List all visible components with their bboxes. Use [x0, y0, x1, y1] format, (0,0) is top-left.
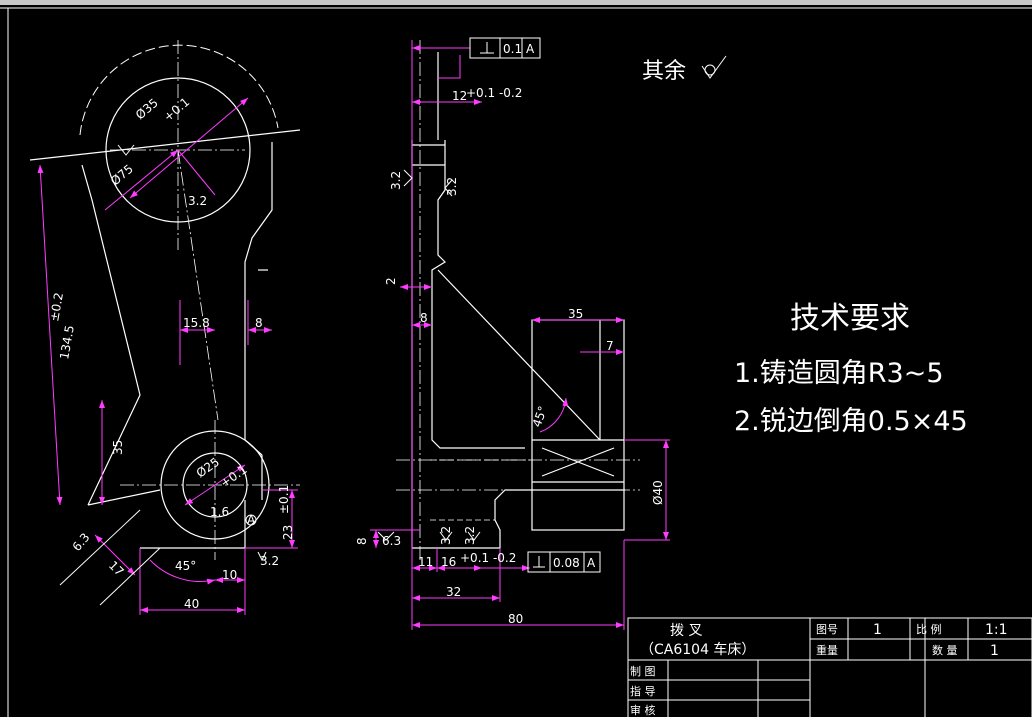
drawing-frame — [0, 7, 1032, 717]
roughness-symbol-other — [701, 55, 727, 79]
side-view-dimensions — [370, 40, 670, 630]
dim-23-tol: ±0.1 — [277, 485, 291, 514]
weight-label: 重量 — [816, 643, 838, 657]
dim-12: 12 — [452, 89, 467, 103]
dim-d35-tol: +0.1 — [161, 95, 192, 124]
roughness-side-c: 3.2 — [439, 526, 453, 545]
perpendicularity-frame-bottom — [527, 551, 601, 573]
side-view-outline — [411, 52, 625, 549]
dim-15-8: 15.8 — [183, 316, 210, 330]
roughness-symbols-side — [377, 169, 481, 541]
front-view-dimensions — [37, 97, 298, 615]
window-top-border — [0, 0, 1032, 5]
dim-d35: Ø35 — [133, 96, 161, 123]
side-view-hidden — [430, 459, 530, 521]
dim-80: 80 — [508, 612, 523, 626]
dim-45-left: 45° — [175, 559, 196, 573]
dim-2: 2 — [384, 277, 398, 285]
scale-value: 1:1 — [985, 622, 1008, 638]
drawing-no-label: 图号 — [816, 623, 838, 636]
dim-17: 17 — [106, 558, 127, 579]
dim-11: 11 — [418, 555, 433, 569]
perp-top-value: 0.1 — [503, 42, 522, 56]
dim-35-side: 35 — [568, 307, 583, 321]
roughness-3p2-hub: 3.2 — [188, 194, 207, 208]
review-label: 审 核 — [630, 703, 656, 717]
dim-35-vertical: 35 — [111, 440, 125, 455]
dim-23: 23 — [281, 525, 295, 540]
requirements-title: 技术要求 — [790, 301, 910, 336]
dim-7: 7 — [606, 339, 614, 353]
perp-bottom-value: 0.08 — [553, 556, 580, 570]
dim-10: 10 — [222, 568, 237, 582]
perp-bottom-datum: A — [587, 556, 596, 570]
side-view-centerlines — [396, 40, 640, 560]
dim-134-tol: ±0.2 — [47, 291, 66, 322]
front-view-aux-lines — [59, 509, 161, 606]
datum-circle — [245, 514, 257, 526]
roughness-3p2-bottom: 3.2 — [260, 554, 279, 568]
drawn-by-label: 制 图 — [630, 665, 656, 678]
roughness-side-b: 3.2 — [445, 177, 459, 196]
requirement-1: 1.铸造圆角R3~5 — [734, 358, 944, 389]
perp-top-datum: A — [526, 42, 535, 56]
dim-16-tol: +0.1 -0.2 — [460, 551, 516, 565]
drawing-no-value: 1 — [873, 622, 882, 638]
roughness-side-d: 3.2 — [463, 526, 477, 545]
dim-40: 40 — [184, 597, 199, 611]
dim-12-tol: +0.1 -0.2 — [466, 86, 522, 100]
dim-16: 16 — [441, 555, 456, 569]
requirement-2: 2.锐边倒角0.5×45 — [734, 406, 968, 437]
other-roughness-label: 其余 — [642, 59, 686, 84]
dim-d75: Ø75 — [108, 162, 136, 189]
dim-8-side: 8 — [420, 311, 428, 325]
front-view-outline — [29, 44, 301, 549]
machine-model: （CA6104 车床） — [640, 641, 755, 658]
roughness-side-a: 3.2 — [389, 171, 403, 190]
dim-8-bottom: 8 — [355, 537, 369, 545]
scale-label: 比 例 — [916, 622, 942, 636]
roughness-1p6: 1.6 — [210, 505, 229, 519]
guide-label: 指 导 — [630, 684, 656, 698]
part-name: 拨 叉 — [670, 623, 702, 639]
dim-d25-tol: +0.1 — [218, 462, 250, 490]
roughness-6p3-left: 6.3 — [70, 530, 93, 554]
dim-d25: Ø25 — [194, 455, 222, 481]
quantity-label: 数 量 — [932, 644, 958, 657]
title-block — [627, 617, 1032, 717]
dim-32: 32 — [446, 585, 461, 599]
dim-134: 134.5 — [57, 324, 77, 360]
dim-8-top: 8 — [255, 316, 263, 330]
quantity-value: 1 — [990, 643, 999, 659]
dim-d40: Ø40 — [651, 480, 665, 505]
roughness-6p3-side: 6.3 — [382, 534, 401, 548]
perpendicularity-frame-top — [469, 37, 541, 59]
roughness-symbols-left — [117, 144, 267, 562]
dim-45-side: 45° — [530, 404, 550, 429]
datum-a-label: A — [247, 513, 256, 527]
